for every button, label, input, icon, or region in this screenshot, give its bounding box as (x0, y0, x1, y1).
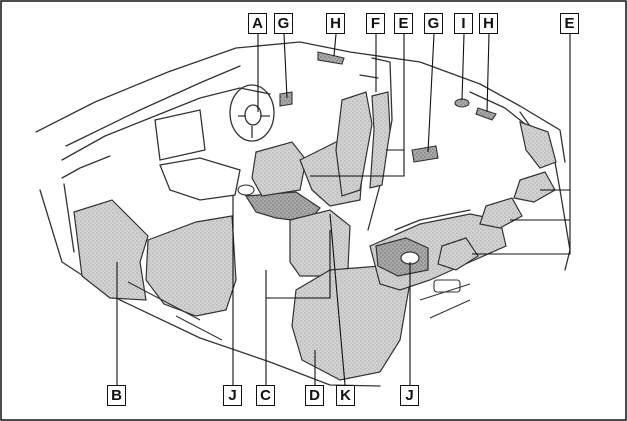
label-b: B (107, 385, 126, 406)
steering-wheel (229, 84, 275, 142)
label-e-right: E (560, 13, 579, 34)
zone-g-vent-front (279, 91, 293, 107)
zone-front-seatback (251, 141, 307, 197)
zone-c-driver-seat (145, 215, 237, 317)
zone-b-floor (73, 199, 149, 301)
zone-rear-side-panel (519, 121, 557, 169)
zone-f-seat-back (335, 91, 373, 197)
zone-i-dome-light (454, 98, 470, 108)
zone-e-pillar-trim (369, 91, 391, 189)
zone-e-headrest-1 (513, 171, 556, 203)
zone-c-passenger-seat-side (289, 209, 351, 277)
label-e-top: E (394, 13, 413, 34)
zone-e-headrest-3 (437, 237, 479, 271)
zone-h-front-handle (317, 51, 345, 65)
label-j-rear: J (400, 385, 419, 406)
center-display (154, 109, 241, 201)
label-h-rear: H (479, 13, 498, 34)
zone-d-rear-cushion (291, 265, 411, 381)
leader-lines (116, 33, 571, 386)
label-j-front: J (223, 385, 242, 406)
label-a: A (248, 13, 267, 34)
label-h-front: H (326, 13, 345, 34)
zone-h-rear-handle (475, 107, 497, 121)
label-c: C (256, 385, 275, 406)
vehicle-shell (35, 41, 571, 387)
label-k: K (336, 385, 355, 406)
label-f: F (366, 13, 385, 34)
label-d: D (305, 385, 324, 406)
label-g-rear: G (424, 13, 443, 34)
label-i: I (454, 13, 473, 34)
front-cup-holder (237, 184, 255, 196)
label-g-front: G (274, 13, 293, 34)
seat-rails (127, 279, 471, 341)
